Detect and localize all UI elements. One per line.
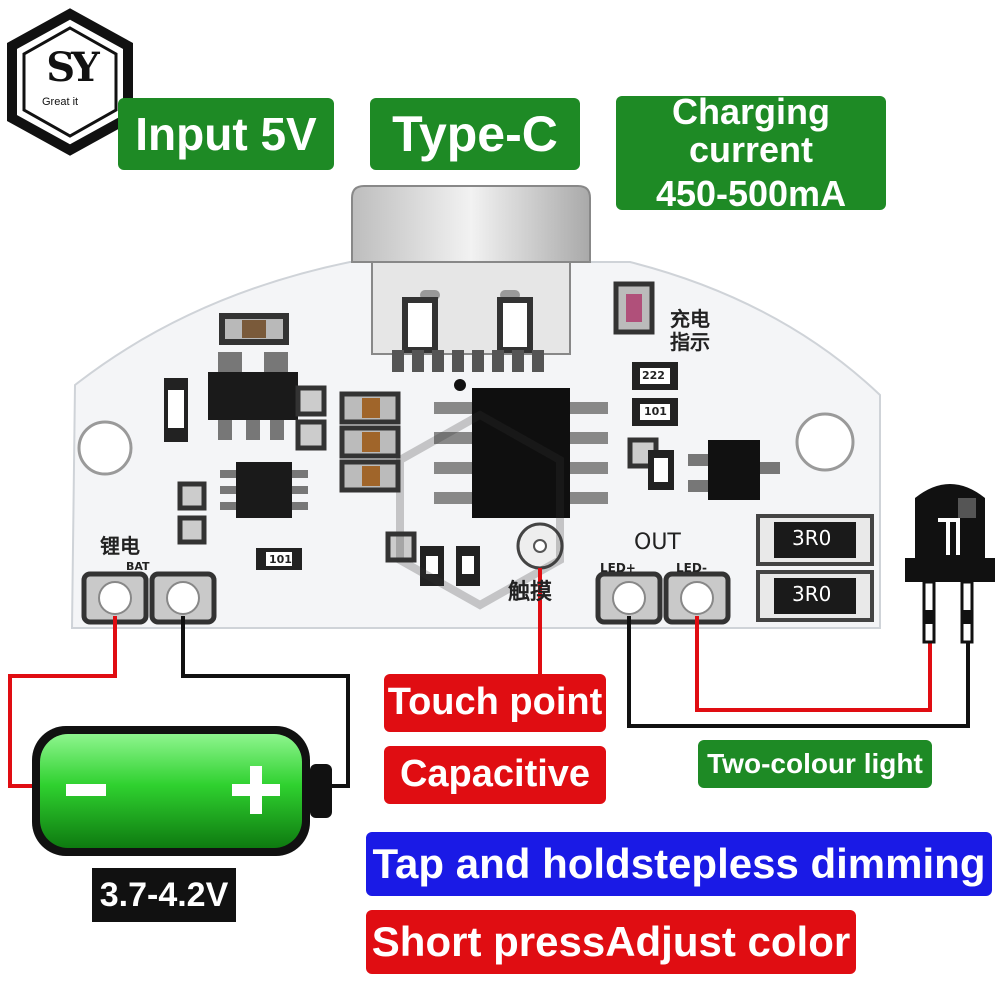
two-colour-led — [905, 484, 995, 644]
usb-c-connector — [351, 185, 591, 372]
logo-tagline: Great it — [42, 96, 79, 108]
brand-logo — [7, 8, 133, 156]
led-plus-silkscreen: LED+ — [600, 561, 636, 575]
lithium-silkscreen: 锂电 — [100, 534, 140, 558]
two-colour-light-label: Two-colour light — [698, 740, 932, 788]
solder-pads — [81, 571, 731, 625]
touch-point-label: Touch point — [384, 674, 606, 732]
resistor-222-right: 222 — [642, 369, 665, 382]
logo-monogram: SY — [46, 44, 99, 91]
wires — [8, 568, 970, 788]
resistor-3r0-bottom: 3R0 — [792, 582, 832, 606]
charge-indicator-silkscreen: 充电 指示 — [670, 307, 710, 354]
pcb-components — [164, 281, 874, 622]
charging-current-value: 450-500mA — [655, 172, 847, 214]
tap-hold-dimming-label: Tap and holdstepless dimming — [366, 832, 992, 896]
led-minus-silkscreen: LED- — [676, 561, 708, 575]
input-voltage-label: Input 5V — [118, 98, 334, 170]
resistor-101-left: 101 — [269, 553, 292, 566]
short-press-color-label: Short pressAdjust color — [366, 910, 856, 974]
capacitive-label: Capacitive — [384, 746, 606, 804]
connector-type-label: Type-C — [370, 98, 580, 170]
battery-voltage-label: 3.7-4.2V — [92, 868, 236, 922]
charging-current-label: Charging current 450-500mA — [616, 91, 886, 214]
touch-silkscreen: 触摸 — [508, 580, 553, 605]
bat-silkscreen: BAT — [126, 560, 150, 573]
out-silkscreen: OUT — [634, 530, 681, 555]
battery — [32, 726, 332, 856]
resistor-3r0-top: 3R0 — [792, 526, 832, 550]
watermark-logo — [396, 410, 564, 610]
charging-current-title: Charging current — [672, 91, 830, 171]
resistor-101-right: 101 — [644, 405, 667, 418]
